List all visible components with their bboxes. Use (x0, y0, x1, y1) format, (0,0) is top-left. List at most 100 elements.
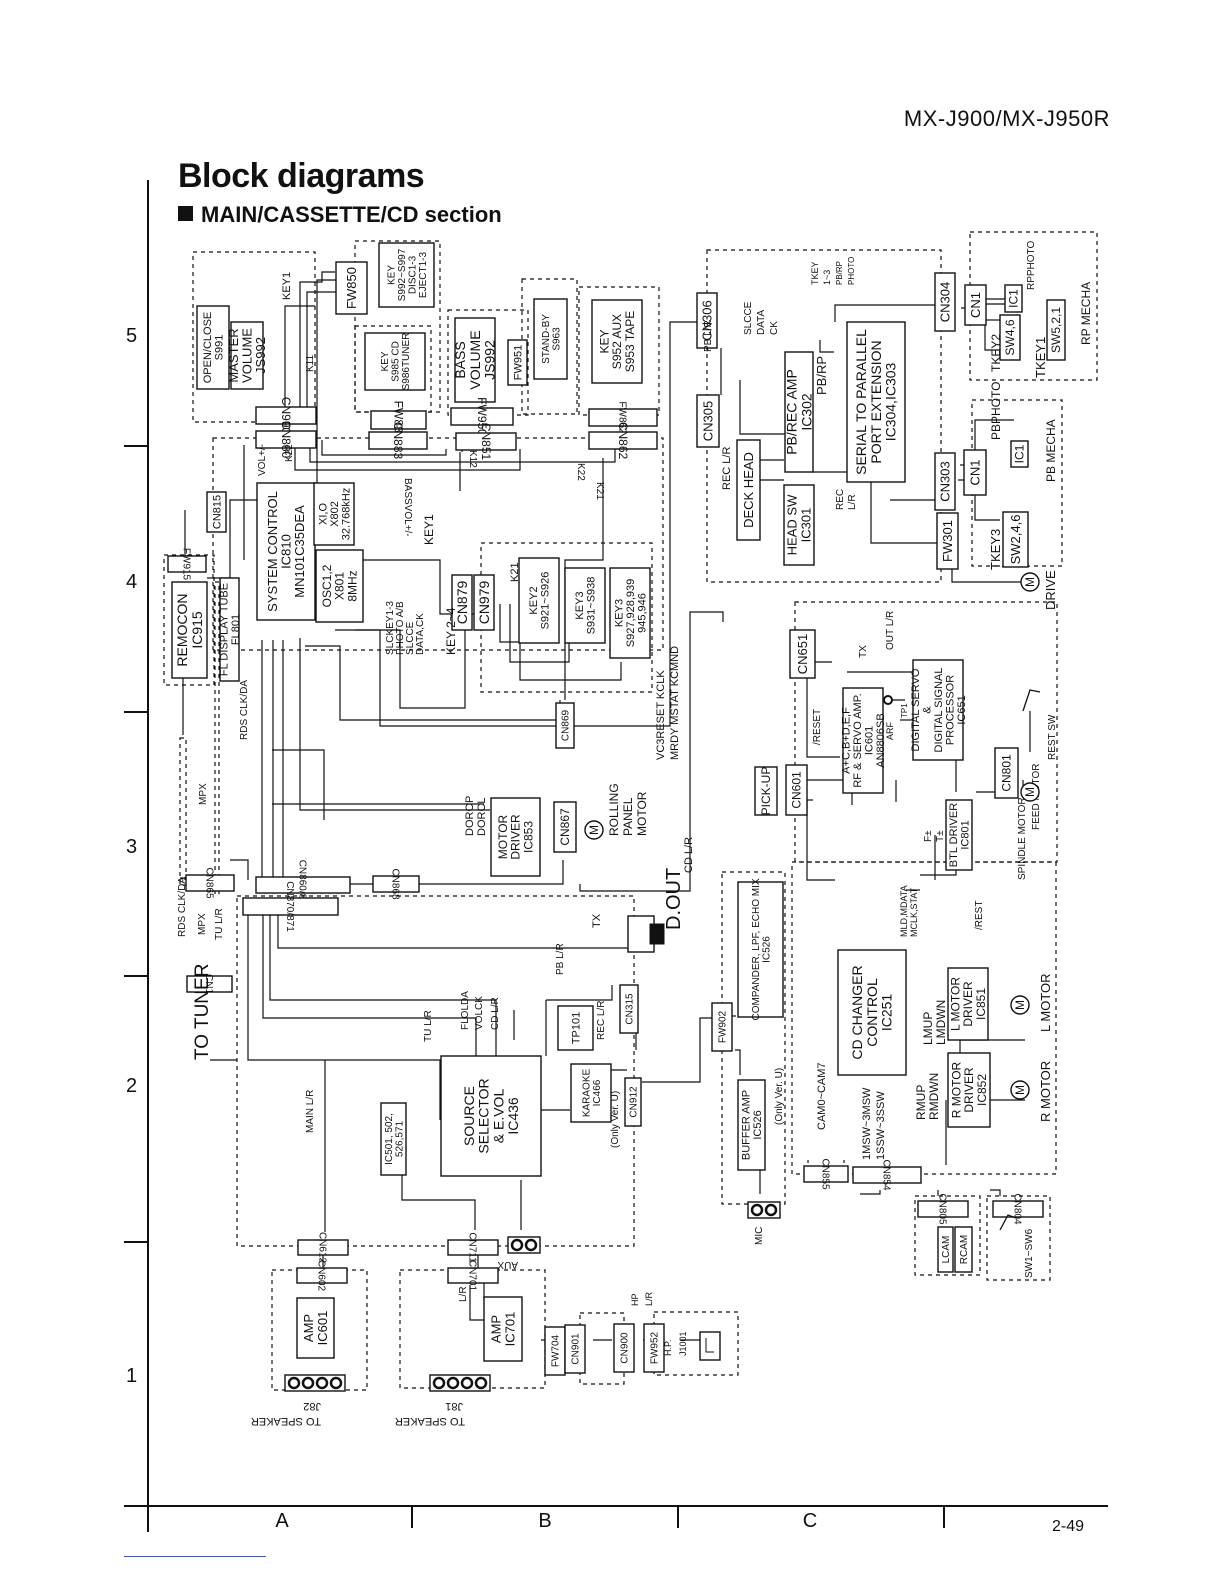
block-compander: COMPANDER, LPF, ECHO MIXIC526 (737, 878, 784, 1021)
block-cn870: CN870/871 (242, 881, 339, 932)
svg-text:FW850: FW850 (344, 267, 359, 309)
svg-text:L MOTORDRIVERIC851: L MOTORDRIVERIC851 (949, 977, 988, 1031)
label-arf: ARF (885, 721, 895, 740)
dashed-region (192, 251, 316, 423)
label-ck-r: CK (769, 321, 780, 335)
block-system-control: SYSTEM CONTROLIC810MN101C35DEA (256, 482, 316, 621)
svg-text:COMPANDER, LPF, ECHO MIXIC526: COMPANDER, LPF, ECHO MIXIC526 (751, 878, 773, 1020)
svg-text:FW883: FW883 (391, 401, 405, 440)
svg-text:CN711: CN711 (467, 1232, 478, 1263)
svg-text:CN854: CN854 (881, 1159, 892, 1191)
section-subtitle: MAIN/CASSETTE/CD section (178, 202, 502, 228)
wire (546, 985, 613, 1001)
label-k12: K12 (467, 450, 478, 468)
svg-text:CN867: CN867 (558, 808, 572, 846)
wire (735, 1049, 741, 1075)
svg-text:IC501, 502,526,571: IC501, 502,526,571 (384, 1113, 406, 1165)
label-lmup: LMUP (921, 1012, 935, 1045)
block-key-disc: KEYS992~S997DISC1-3EJECT1-3 (378, 242, 435, 308)
wire (806, 800, 835, 881)
svg-text:SOURCESELECTOR& E.VOLIC436: SOURCESELECTOR& E.VOLIC436 (461, 1078, 521, 1153)
wire (984, 290, 1006, 305)
column-label: B (538, 1510, 551, 1532)
block-cn602: CN602 (296, 1260, 348, 1292)
svg-text:OSC1,2X8018MHz: OSC1,2X8018MHz (320, 564, 359, 607)
wire (990, 1189, 1001, 1196)
label-flolda: FLOLDA (460, 991, 471, 1030)
block-cn869: CN869 (555, 702, 575, 749)
label-tkey2: TKEY2 (989, 334, 1003, 372)
block-cn868: CN868 (372, 868, 420, 900)
svg-text:CN303: CN303 (938, 461, 953, 501)
block-cn854: CN854 (852, 1159, 922, 1191)
block-cn855: CN855 (803, 1158, 849, 1190)
block-cd-changer: CD CHANGERCONTROLIC251 (837, 949, 907, 1076)
block-cn1-rp: CN1 (964, 284, 987, 326)
label-sw1-6: SW1~SW6 (1024, 1228, 1035, 1278)
block-cn901: CN901 (564, 1324, 586, 1374)
block-fl-display: FL DISPLAY TUBEFL801 (219, 577, 242, 682)
label-main-lr: MAIN L/R (305, 1090, 316, 1133)
wire (984, 320, 1000, 351)
label-j81: J81 (445, 1400, 463, 1412)
block-cn900: CN900 (613, 1323, 635, 1373)
row-label: 4 (126, 571, 137, 593)
label-key1-mid: KEY1 (422, 514, 436, 545)
label-mpx-b: MPX (197, 913, 208, 935)
svg-text:CN801: CN801 (1000, 754, 1014, 792)
svg-text:CN1: CN1 (968, 459, 983, 485)
block-rcam: RCAM (954, 1226, 973, 1273)
row-label: 1 (126, 1365, 137, 1387)
wire (321, 440, 447, 456)
svg-text:CN804: CN804 (1012, 1193, 1023, 1225)
label-pb-lr-b: PB L/R (703, 320, 714, 352)
svg-text:CN869: CN869 (561, 710, 572, 742)
label-key24: KEY 2~4 (444, 607, 458, 655)
label-data-r: DATA (756, 309, 767, 335)
svg-text:KEY2S921~S926: KEY2S921~S926 (528, 572, 552, 630)
block-cn601: CN601 (785, 764, 808, 816)
svg-text:PB/REC AMPIC302: PB/REC AMPIC302 (784, 369, 815, 455)
svg-text:M: M (1013, 1000, 1027, 1010)
svg-text:CN855: CN855 (820, 1158, 831, 1190)
svg-text:RCAM: RCAM (959, 1235, 970, 1264)
label-tu-lr-b: TU L/R (423, 1010, 434, 1042)
block-osc: OSC1,2X8018MHz (315, 549, 364, 623)
label-lmdwn: LMDWN (934, 1000, 948, 1045)
row-label: 5 (126, 325, 137, 347)
label-rpphoto: RPPHOTO (1026, 241, 1037, 290)
label-rec-lr-c: REC (835, 489, 846, 510)
svg-text:FW951: FW951 (512, 345, 524, 380)
block-cn804: CN804 (992, 1193, 1044, 1225)
wire (819, 340, 834, 353)
label-volck: VOLCK (474, 996, 485, 1030)
label-k21b: K21 (509, 562, 521, 582)
svg-text:DECK HEAD: DECK HEAD (741, 452, 756, 528)
block-cn315: CN315 (619, 984, 639, 1034)
svg-text:CN870/871: CN870/871 (284, 881, 295, 932)
label-rest-sw: REST SW (1047, 714, 1058, 760)
block-rf-servo: A+C,B+D,E,FRF & SERVO AMP.IC601AN8806SB (841, 687, 887, 794)
switch-icon (999, 689, 1041, 1231)
block-r-motor-driver: R MOTORDRIVERIC852 (947, 1052, 991, 1128)
svg-text:IC1: IC1 (1013, 444, 1027, 463)
label-mclk: MCLK,STAT (909, 887, 919, 937)
label-tp1: TP1 (900, 703, 909, 718)
label-pb-rp2: PB/RP (814, 356, 829, 395)
label-only-u1: (Only Ver. U) (610, 1091, 621, 1148)
block-cn306: CN306 (696, 292, 718, 349)
page-title: Block diagrams (178, 157, 425, 195)
svg-text:CN602: CN602 (316, 1260, 327, 1292)
label-rest: /REST (974, 901, 985, 930)
label-pb-lr-a: PB L/R (555, 943, 566, 975)
block-key3a: KEY3S931~S938 (564, 567, 606, 644)
block-cn880: CN880 (255, 421, 317, 459)
wire (299, 271, 335, 410)
label-photo: PHOTO A/B (395, 601, 406, 655)
label-vc3reset: VC3RESET KCLK (655, 670, 667, 760)
label-mpx-a: MPX (198, 783, 209, 805)
svg-text:CN815: CN815 (211, 495, 223, 529)
wire (262, 910, 477, 1056)
svg-text:CN860/861: CN860/861 (297, 860, 308, 911)
block-cn815: CN815 (206, 491, 227, 533)
